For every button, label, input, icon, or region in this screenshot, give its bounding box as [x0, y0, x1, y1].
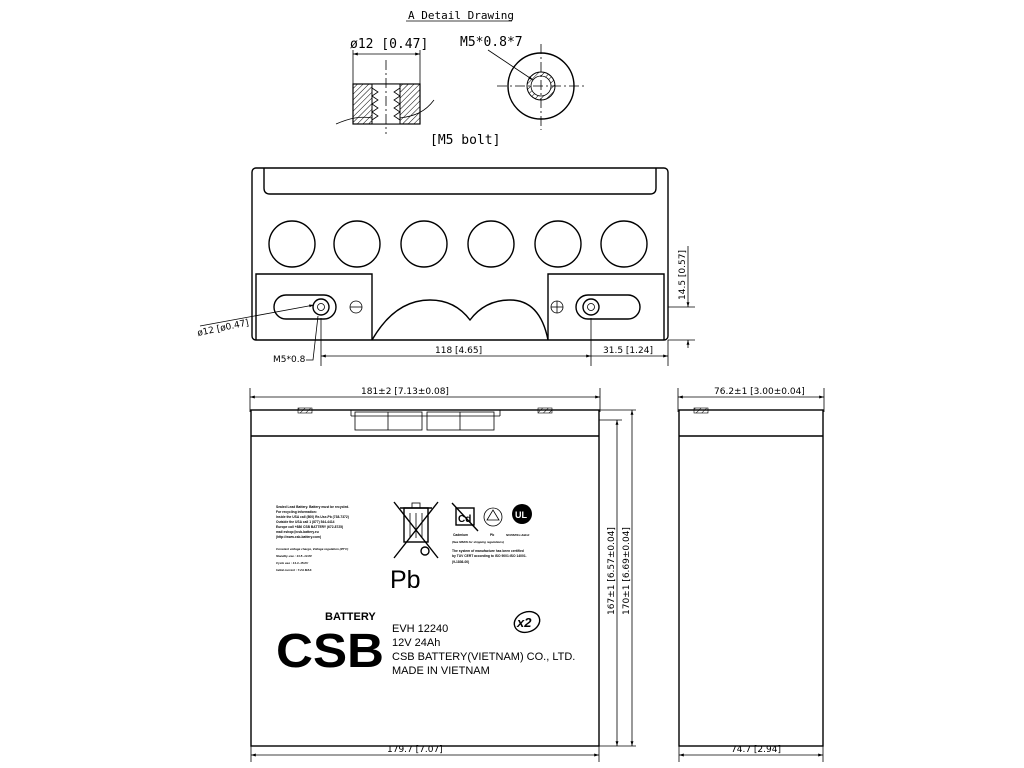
- brand-battery: BATTERY: [325, 611, 376, 623]
- recycle-line-5: Europe call +886 CSB BATTERY (672-8725): [276, 525, 343, 529]
- detail-thread-label: M5*0.8*7: [460, 35, 523, 50]
- x2-text: x2: [516, 615, 532, 630]
- top-view: ø12 [ø0.47] M5*0.8 118 [4.65] 31.5 [1.24…: [197, 167, 695, 366]
- front-width-top-label: 181±2 [7.13±0.08]: [361, 387, 449, 397]
- recycle-pb-caption: Pb: [490, 533, 494, 537]
- nonspill-caption: NONSPILLABLE: [506, 533, 530, 537]
- terminal-plan: M5*0.8*7: [460, 35, 585, 130]
- cd-caption: Cadmium: [453, 533, 468, 537]
- origin-text: MADE IN VIETNAM: [392, 665, 490, 677]
- front-view: 181±2 [7.13±0.08] Sealed Lead Battery. B…: [249, 387, 636, 762]
- crossed-bin-icon: [393, 501, 439, 559]
- negative-terminal: [273, 294, 363, 320]
- charge-line-1: Constant voltage charge, Voltage regulat…: [276, 547, 348, 551]
- detail-drawing: A Detail Drawing ø12 [0.47] M5*0.8*7: [335, 9, 585, 148]
- detail-diameter-label: ø12 [0.47]: [350, 37, 428, 52]
- positive-terminal: [550, 294, 641, 320]
- rating-text: 12V 24Ah: [392, 637, 440, 649]
- recycle-line-1: Sealed Lead Battery. Battery must be rec…: [276, 505, 349, 509]
- brand-logo: CSB: [276, 625, 384, 678]
- top-edge-label: 31.5 [1.24]: [603, 346, 653, 356]
- vent-caps: [268, 220, 648, 268]
- x2-badge: x2: [513, 610, 541, 634]
- terminal-section: ø12 [0.47]: [335, 37, 435, 134]
- charge-line-2: Standby use : 13.5~13.8V: [276, 554, 313, 558]
- msds-note: (See MSDS for shipping regulations): [452, 540, 504, 544]
- side-view: 76.2±1 [3.00±0.04] 74.7 [2.94]: [677, 387, 825, 762]
- model-text: EVH 12240: [392, 623, 448, 635]
- side-width-bottom-label: 74.7 [2.94]: [731, 745, 781, 755]
- top-view-outline: [251, 167, 669, 341]
- recycle-line-4: Outside the USA call 1 (877) 544-4414: [276, 520, 335, 524]
- top-spacing-label: 118 [4.65]: [435, 346, 482, 356]
- top-height-label: 14.5 [0.57]: [678, 250, 688, 300]
- front-height-outer-label: 170±1 [6.69±0.04]: [622, 527, 632, 615]
- side-outline: [678, 409, 824, 747]
- recycle-line-6: mail eshop@csb-battery.eu: [276, 530, 319, 534]
- cert-line-3: (9-1836-00): [452, 560, 469, 564]
- recycle-text-block: Sealed Lead Battery. Battery must be rec…: [276, 505, 349, 572]
- detail-bolt-label: [M5 bolt]: [430, 133, 500, 148]
- front-width-bottom-label: 179.7 [7.07]: [387, 745, 443, 755]
- recycle-line-7: (http://www.csb-battery.com): [276, 535, 321, 539]
- recycle-line-3: Inside the USA call (800) Re-Use-Pb (738…: [276, 515, 349, 519]
- detail-title: A Detail Drawing: [408, 9, 514, 22]
- pb-symbol: Pb: [390, 566, 421, 594]
- cert-line-1: The system of manufacture has been certi…: [452, 549, 524, 553]
- charge-line-3: Cycle use : 14.4~15.0V: [276, 561, 309, 565]
- front-height-inner-label: 167±1 [6.57±0.04]: [607, 527, 617, 615]
- front-outline: [250, 409, 600, 747]
- cd-icon: Cd Cadmium: [451, 502, 479, 537]
- cd-symbol: Cd: [458, 514, 471, 525]
- ul-mark-icon: UL NONSPILLABLE: [506, 504, 532, 537]
- charge-line-4: Initial current : 7.2A MAX.: [276, 568, 312, 572]
- csb-logo: BATTERY CSB: [276, 611, 384, 678]
- recycle-icon: Pb: [483, 507, 503, 537]
- side-width-top-label: 76.2±1 [3.00±0.04]: [714, 387, 805, 397]
- svg-text:UL: UL: [515, 510, 527, 520]
- cert-line-2: by TUV CERT according to ISO 9001:ISO 14…: [452, 554, 527, 558]
- maker-text: CSB BATTERY(VIETNAM) CO., LTD.: [392, 651, 575, 663]
- top-thread-label: M5*0.8: [273, 355, 306, 365]
- recycle-line-2: For recycling information:: [276, 510, 317, 514]
